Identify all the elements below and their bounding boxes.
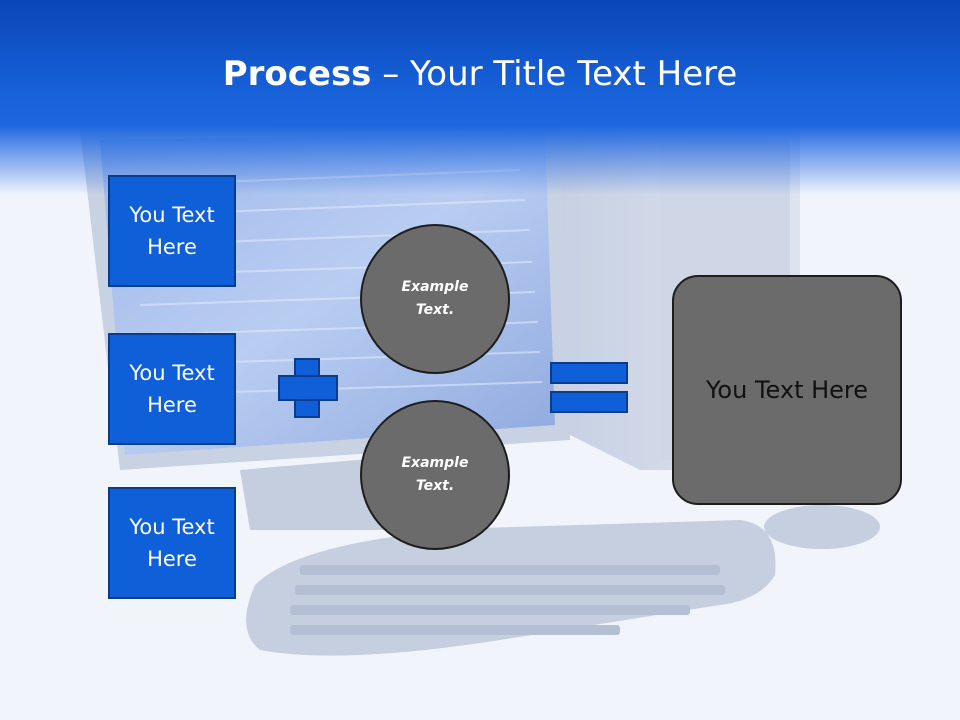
- example-circle-1: Example Text.: [360, 224, 510, 374]
- circle-label: Example Text.: [401, 279, 469, 318]
- left-text-box-label: You Text Here: [129, 515, 215, 571]
- title-rest: – Your Title Text Here: [371, 54, 738, 94]
- header-band: [0, 0, 960, 195]
- left-text-box-1: You Text Here: [108, 175, 236, 287]
- result-label: You Text Here: [705, 376, 869, 404]
- left-text-box-label: You Text Here: [129, 203, 215, 259]
- example-circle-2: Example Text.: [360, 400, 510, 550]
- left-text-box-3: You Text Here: [108, 487, 236, 599]
- page-title: Process – Your Title Text Here: [0, 52, 960, 96]
- left-text-box-2: You Text Here: [108, 333, 236, 445]
- title-bold: Process: [222, 54, 372, 94]
- circle-label: Example Text.: [401, 455, 469, 494]
- left-text-box-label: You Text Here: [129, 361, 215, 417]
- result-box: You Text Here: [672, 275, 902, 505]
